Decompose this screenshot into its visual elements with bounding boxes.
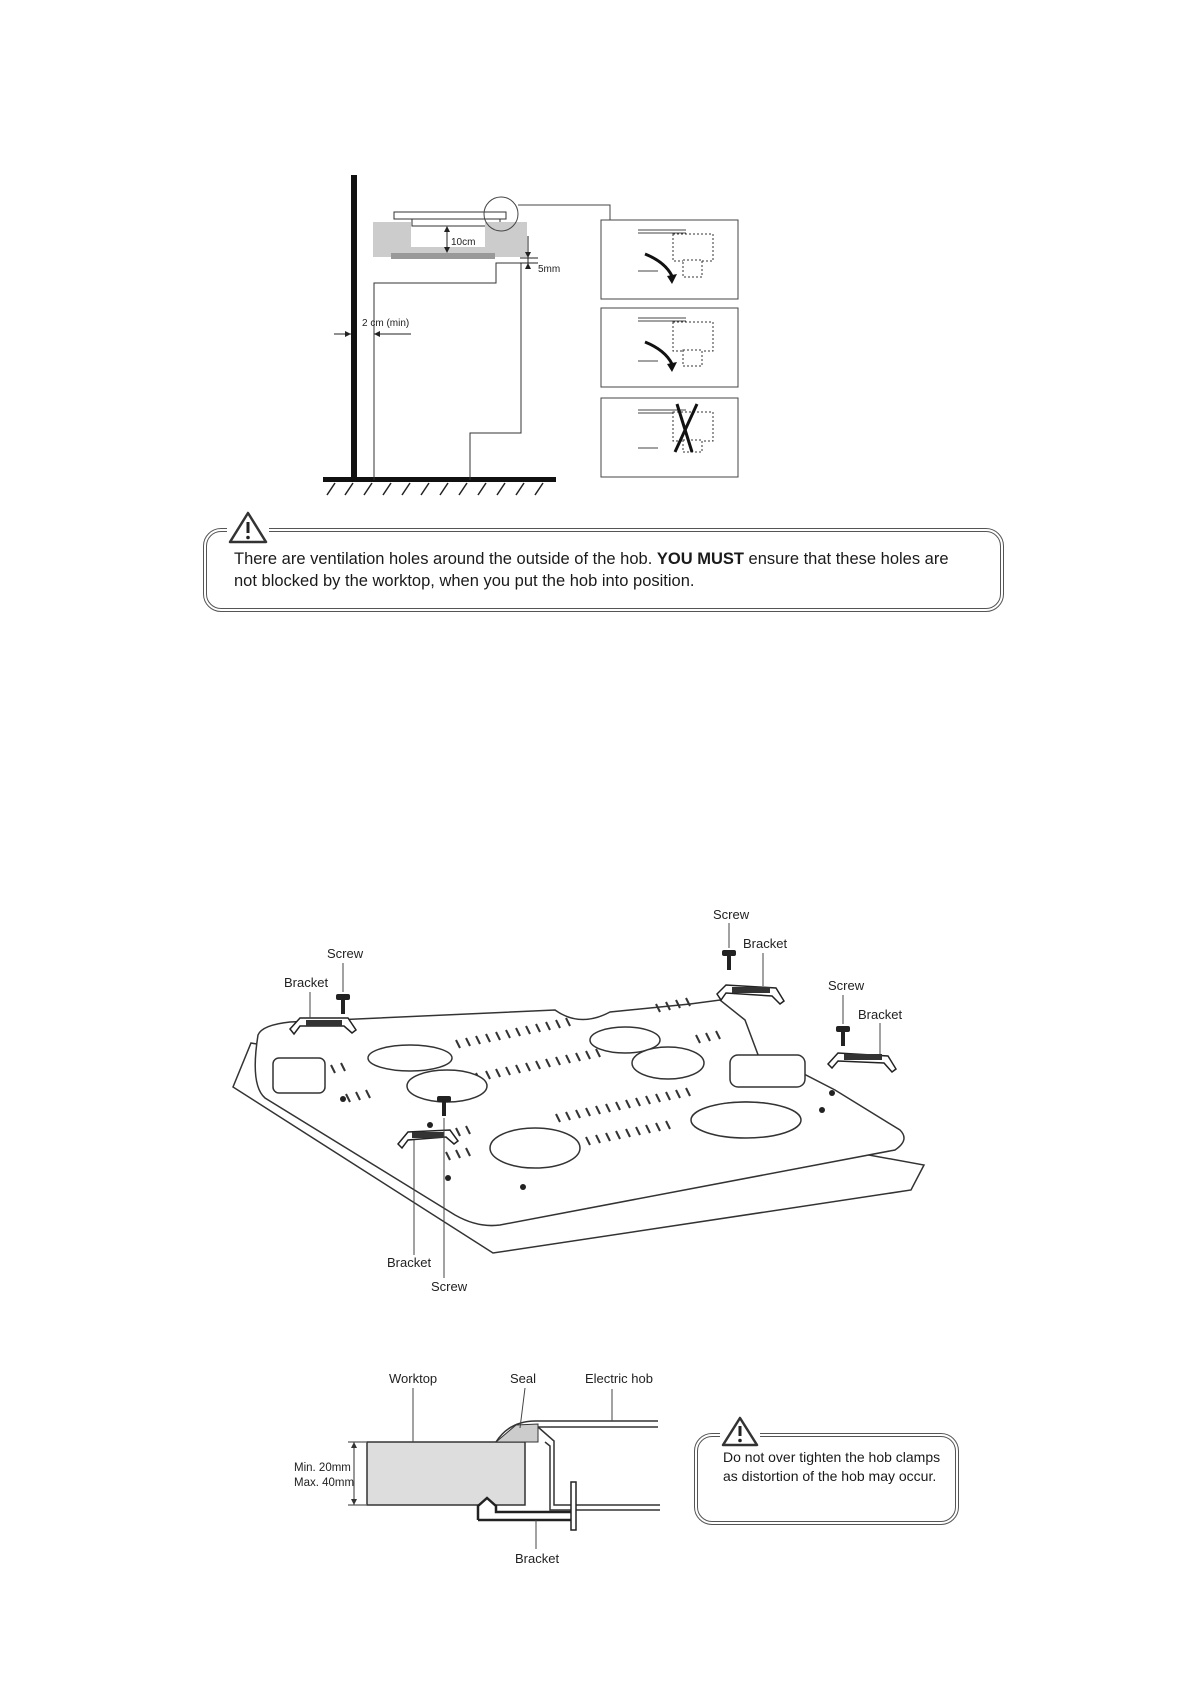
seal: [494, 1423, 539, 1443]
leader-lines: [309, 923, 881, 1278]
screw-label-right: Screw: [828, 978, 865, 993]
bracket-label-bottom: Bracket: [387, 1255, 431, 1270]
worktop-label: Worktop: [389, 1371, 437, 1386]
warning-icon: [227, 509, 269, 545]
screw-left: [336, 994, 350, 1014]
clamp-screw: [570, 1481, 577, 1531]
worktop-block: [366, 1441, 526, 1506]
hob-top-plate: [393, 211, 507, 220]
bracket-label-right: Bracket: [858, 1007, 902, 1022]
seal-label: Seal: [510, 1371, 536, 1386]
floor-hatching: [326, 482, 544, 496]
thickness-min-label: Min. 20mm: [294, 1462, 351, 1474]
electric-hob-top: [495, 1420, 658, 1443]
detail-panel-correct-2: [600, 307, 739, 388]
wall: [351, 175, 357, 481]
bracket-top-right: [716, 984, 785, 1005]
electric-hob-label: Electric hob: [585, 1371, 653, 1386]
tighten-warning-box: [694, 1433, 959, 1525]
screw-top-right: [722, 950, 736, 970]
bracket-label-top: Bracket: [743, 936, 787, 951]
tighten-warning-text: Do not over tighten the hob clamps as di…: [723, 1449, 941, 1484]
warning-emphasis: YOU MUST: [656, 550, 744, 568]
gap-label: 10cm: [451, 237, 475, 248]
screw-label-bottom: Screw: [431, 1279, 468, 1294]
screw-label-top: Screw: [713, 907, 750, 922]
worktop-section-diagram: Min. 20mm Max. 40mm Worktop Seal Electri…: [294, 1371, 660, 1566]
detail-circle: [483, 196, 519, 232]
worktop-bottom: [373, 247, 527, 257]
shelf: [391, 253, 495, 259]
bracket-label: Bracket: [515, 1551, 559, 1566]
fixing-holes: [340, 1090, 835, 1190]
ventilation-warning-box: [203, 528, 1004, 612]
cabinet-outline: [373, 262, 522, 480]
installation-clearance-diagram: 10cm 5mm 2 cm (min): [323, 175, 739, 496]
screw-right: [836, 1026, 850, 1046]
hob-underside-diagram: Screw Bracket Screw Bracket Screw Bracke…: [232, 907, 926, 1294]
floor: [323, 477, 556, 482]
thickness-max-label: Max. 40mm: [294, 1477, 354, 1489]
ventilation-warning-text: There are ventilation holes around the o…: [234, 550, 949, 591]
bracket-bottom: [396, 1129, 460, 1150]
detail-panel-correct-1: [600, 219, 739, 300]
bracket-clamp: [476, 1496, 577, 1522]
hob-casing: [537, 1426, 660, 1506]
bracket-left: [289, 1017, 358, 1036]
bracket-right: [826, 1052, 897, 1074]
screw-label-left: Screw: [327, 946, 364, 961]
bracket-label-left: Bracket: [284, 975, 328, 990]
detail-panel-incorrect: [600, 397, 739, 478]
warning-icon-2: [720, 1414, 760, 1448]
clearance-label: 5mm: [538, 264, 560, 275]
wall-gap-label: 2 cm (min): [362, 318, 409, 329]
hob-recesses: [272, 1026, 806, 1169]
screw-bottom: [437, 1096, 451, 1116]
